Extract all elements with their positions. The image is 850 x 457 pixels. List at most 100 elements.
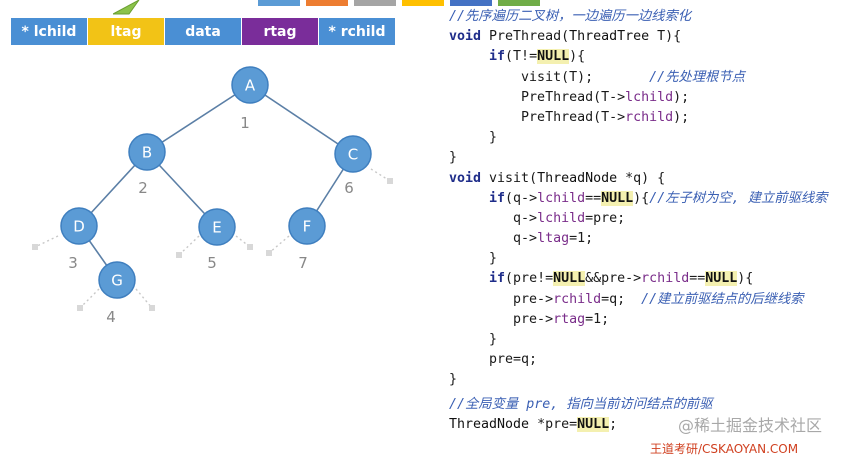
code-token: q-> (449, 231, 538, 247)
code-token: PreThread(T-> (449, 109, 626, 125)
code-token: } (449, 251, 498, 267)
code-token-nu: NULL (537, 49, 570, 65)
code-token: visit( (481, 170, 538, 186)
code-token: (q-> (505, 190, 538, 206)
color-strip-4 (402, 0, 444, 6)
code-token-ty: ThreadTree (569, 29, 650, 45)
code-token: } (449, 372, 458, 388)
watermark-text: @稀土掘金技术社区 (678, 416, 823, 435)
preorder-number-F: 7 (298, 254, 308, 272)
code-token: =1; (569, 231, 594, 247)
code-token-cm: //先处理根节点 (649, 69, 745, 85)
field-rchild: * rchild (319, 18, 396, 45)
code-token: == (585, 190, 602, 206)
color-strip-6 (498, 0, 540, 6)
preorder-number-D: 3 (68, 254, 78, 272)
preorder-number-B: 2 (138, 179, 148, 197)
code-token: ){ (633, 190, 650, 206)
code-line-18: pre=q; (449, 350, 849, 370)
code-line-12: q->ltag=1; (449, 229, 849, 249)
node-label-D: D (73, 218, 85, 236)
code-line-2: void PreThread(ThreadTree T){ (449, 27, 849, 47)
code-token-nu: NULL (553, 271, 586, 287)
code-token-kw: if (489, 271, 506, 287)
code-line-17: } (449, 330, 849, 350)
null-stub-end-6 (149, 305, 155, 311)
code-line-3: if(T!=NULL){ (449, 47, 849, 67)
code-token-cm: //全局变量 pre, 指向当前访问结点的前驱 (449, 396, 713, 412)
code-token: ; (609, 416, 618, 432)
code-token: =1; (585, 311, 610, 327)
code-line-19: } (449, 370, 849, 390)
preorder-numbers: 1 2 6 3 5 7 4 (68, 114, 354, 326)
code-line-5: PreThread(T->lchild); (449, 88, 849, 108)
code-token-kw: if (489, 190, 506, 206)
arrow-tip-icon (113, 0, 140, 15)
edge-A-C (249, 84, 354, 155)
node-G (98, 261, 136, 299)
code-token: &&pre-> (585, 271, 642, 287)
code-token-fld: rchild (625, 109, 674, 125)
preorder-number-G: 4 (106, 308, 116, 326)
code-line-15: pre->rchild=q; //建立前驱结点的后继线索 (449, 290, 849, 310)
code-token: ){ (569, 49, 586, 65)
node-label-A: A (245, 77, 256, 95)
code-token-nu: NULL (705, 271, 738, 287)
code-line-9: void visit(ThreadNode *q) { (449, 169, 849, 189)
edge-A-B (146, 84, 251, 153)
code-token: == (689, 271, 706, 287)
node-E (198, 208, 236, 246)
code-token: (T!= (505, 49, 538, 65)
code-line-20: //全局变量 pre, 指向当前访问结点的前驱 (449, 395, 849, 415)
code-token: pre=q; (449, 352, 538, 368)
null-stub-4 (268, 235, 290, 254)
code-token: pre-> (449, 291, 554, 307)
code-token: *pre= (529, 416, 578, 432)
code-token: } (449, 332, 498, 347)
code-token-kw: void (449, 29, 482, 45)
code-token: =pre; (585, 210, 626, 226)
code-token-cm: //建立前驱结点的后继线索 (641, 291, 804, 307)
code-token (449, 191, 489, 206)
code-line-21: ThreadNode *pre=NULL; (449, 415, 849, 435)
code-token: *q) { (617, 170, 666, 186)
code-token: pre-> (449, 311, 554, 327)
node-A (231, 66, 269, 104)
preorder-number-A: 1 (240, 114, 250, 132)
code-token-ty: ThreadNode (537, 170, 618, 186)
code-line-8: } (449, 148, 849, 168)
code-token: visit(T); (449, 69, 650, 85)
code-token (449, 49, 489, 64)
node-label-B: B (142, 144, 152, 162)
code-line-4: visit(T); //先处理根节点 (449, 68, 849, 88)
code-token: T){ (649, 29, 682, 45)
node-D (60, 207, 98, 245)
code-token: =q; (601, 291, 642, 307)
code-token (449, 271, 489, 286)
code-line-6: PreThread(T->rchild); (449, 108, 849, 128)
code-token-fld: lchild (537, 210, 586, 226)
field-data: data (165, 18, 242, 45)
null-stub-6 (135, 288, 153, 309)
code-line-16: pre->rtag=1; (449, 310, 849, 330)
node-label-F: F (303, 218, 312, 236)
code-token-ty: ThreadNode (449, 416, 530, 432)
code-token-cm: //左子树为空, 建立前驱线索 (649, 190, 828, 206)
code-line-11: q->lchild=pre; (449, 209, 849, 229)
code-token: } (449, 150, 458, 166)
color-strip-3 (354, 0, 396, 6)
null-stub-1 (34, 235, 59, 248)
color-strip-5 (450, 0, 492, 6)
null-stub-end-3 (247, 244, 253, 250)
field-lchild: * lchild (11, 18, 88, 45)
code-line-7: } (449, 128, 849, 148)
code-token-cm: //先序遍历二叉树，一边遍历一边线索化 (449, 9, 692, 24)
color-strip-2 (306, 0, 348, 6)
preorder-number-E: 5 (207, 254, 217, 272)
code-line-14: if(pre!=NULL&&pre->rchild==NULL){ (449, 269, 849, 289)
tree-edges (78, 84, 354, 281)
code-token: } (449, 130, 498, 146)
color-strip-1 (258, 0, 300, 6)
preorder-number-C: 6 (344, 179, 354, 197)
code-token-fld: rtag (553, 311, 586, 327)
